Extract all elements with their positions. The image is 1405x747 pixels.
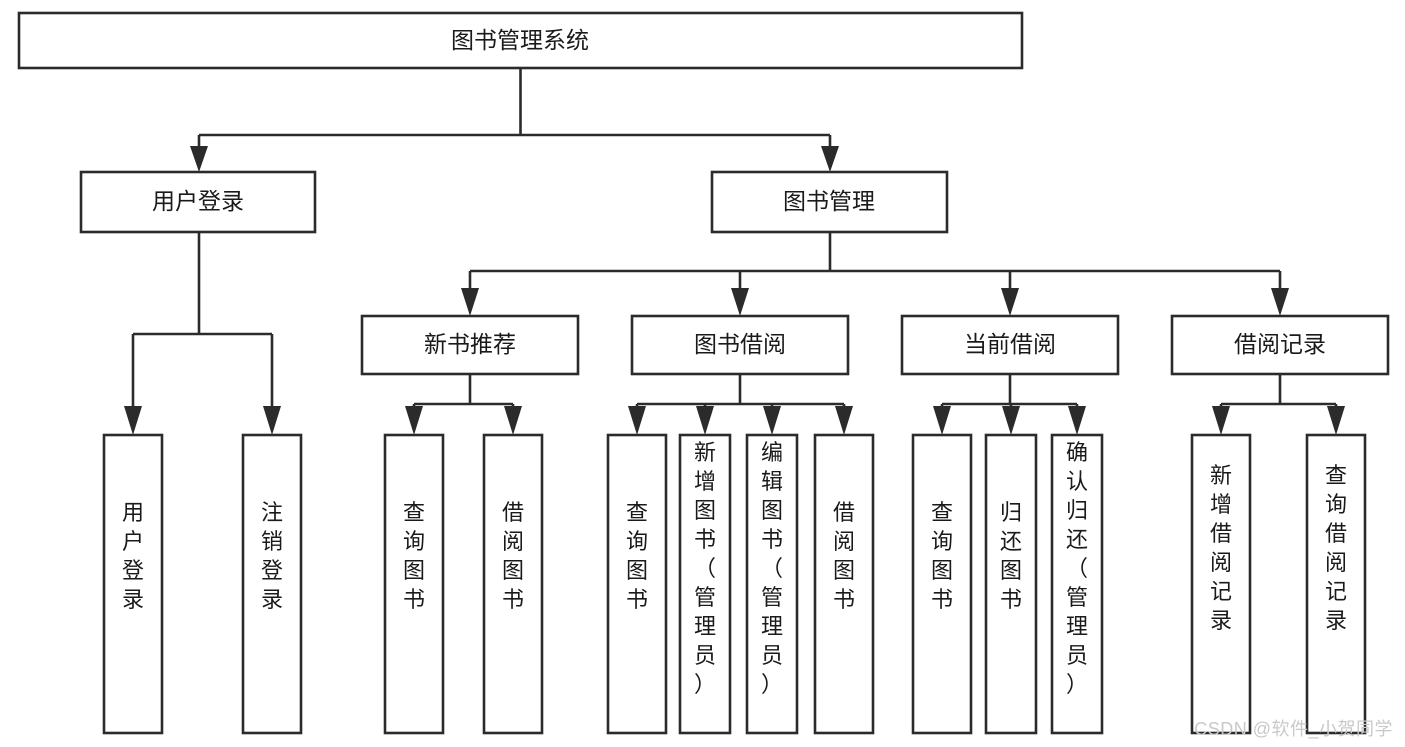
arrow-head-leaf-user-login xyxy=(124,406,142,435)
node-leaf-borrow-book-rec[interactable]: 借阅图书 xyxy=(482,433,544,735)
node-leaf-edit-book-admin-label: 编辑图书（管理员） xyxy=(761,440,783,697)
arrow-head-book-management xyxy=(821,146,839,172)
node-book-borrow[interactable]: 图书借阅 xyxy=(630,314,850,376)
node-new-book-recommend-label: 新书推荐 xyxy=(424,331,516,357)
node-leaf-return-book[interactable]: 归还图书 xyxy=(984,433,1038,735)
connector-layer xyxy=(124,68,1345,435)
node-leaf-borrow-book-rec-box[interactable] xyxy=(482,433,544,735)
node-book-management[interactable]: 图书管理 xyxy=(710,170,949,234)
node-leaf-query-book-rec-box[interactable] xyxy=(383,433,445,735)
node-leaf-user-login-box[interactable] xyxy=(102,433,164,735)
node-current-borrow-box[interactable] xyxy=(900,314,1120,376)
node-book-borrow-label: 图书借阅 xyxy=(694,331,786,357)
arrow-head-leaf-query-book-rec xyxy=(405,406,423,435)
arrow-head-leaf-borrow-book-rec xyxy=(504,406,522,435)
node-leaf-borrow-book[interactable]: 借阅图书 xyxy=(813,433,875,735)
arrow-head-leaf-confirm-return-admin xyxy=(1068,406,1086,435)
node-leaf-return-book-box[interactable] xyxy=(984,433,1038,735)
node-root-box[interactable] xyxy=(17,11,1024,70)
arrow-head-leaf-borrow-book xyxy=(835,406,853,435)
node-leaf-query-book-borrow[interactable]: 查询图书 xyxy=(606,433,668,735)
node-leaf-logout-label: 注销登录 xyxy=(261,500,283,612)
node-user-login-label: 用户登录 xyxy=(152,188,244,214)
arrow-head-user-login xyxy=(190,146,208,172)
node-leaf-query-book-current[interactable]: 查询图书 xyxy=(911,433,973,735)
arrow-head-borrow-record xyxy=(1271,288,1289,316)
node-leaf-user-login[interactable]: 用户登录 xyxy=(102,433,164,735)
node-leaf-add-borrow-record[interactable]: 新增借阅记录 xyxy=(1190,433,1252,735)
arrow-head-leaf-query-book-borrow xyxy=(628,406,646,435)
node-borrow-record[interactable]: 借阅记录 xyxy=(1170,314,1390,376)
node-current-borrow[interactable]: 当前借阅 xyxy=(900,314,1120,376)
node-leaf-borrow-book-box[interactable] xyxy=(813,433,875,735)
node-borrow-record-box[interactable] xyxy=(1170,314,1390,376)
arrow-head-leaf-query-book-current xyxy=(933,406,951,435)
node-leaf-query-borrow-record[interactable]: 查询借阅记录 xyxy=(1305,433,1367,735)
node-user-login-box[interactable] xyxy=(79,170,317,234)
node-leaf-edit-book-admin-box[interactable] xyxy=(745,433,799,735)
node-leaf-add-book-admin[interactable]: 新增图书（管理员） xyxy=(678,433,732,735)
node-new-book-recommend-box[interactable] xyxy=(360,314,580,376)
node-leaf-add-borrow-record-box[interactable] xyxy=(1190,433,1252,735)
node-book-borrow-box[interactable] xyxy=(630,314,850,376)
node-leaf-borrow-book-rec-label: 借阅图书 xyxy=(502,500,524,612)
arrow-head-leaf-add-book-admin xyxy=(696,406,714,435)
arrow-head-leaf-edit-book-admin xyxy=(763,406,781,435)
node-leaf-query-book-rec-label: 查询图书 xyxy=(403,500,425,612)
arrow-head-leaf-return-book xyxy=(1002,406,1020,435)
node-leaf-query-book-rec[interactable]: 查询图书 xyxy=(383,433,445,735)
node-leaf-return-book-label: 归还图书 xyxy=(1000,500,1022,612)
node-leaf-edit-book-admin[interactable]: 编辑图书（管理员） xyxy=(745,433,799,735)
node-leaf-confirm-return-admin-label: 确认归还（管理员） xyxy=(1066,440,1088,697)
node-leaf-borrow-book-label: 借阅图书 xyxy=(833,500,855,612)
node-leaf-add-book-admin-label: 新增图书（管理员） xyxy=(694,440,716,697)
node-leaf-logout-box[interactable] xyxy=(241,433,303,735)
node-user-login[interactable]: 用户登录 xyxy=(79,170,317,234)
node-leaf-query-book-current-box[interactable] xyxy=(911,433,973,735)
node-new-book-recommend[interactable]: 新书推荐 xyxy=(360,314,580,376)
node-borrow-record-label: 借阅记录 xyxy=(1234,331,1326,357)
node-leaf-logout[interactable]: 注销登录 xyxy=(241,433,303,735)
arrow-head-new-book-recommend xyxy=(461,288,479,316)
node-leaf-add-book-admin-box[interactable] xyxy=(678,433,732,735)
arrow-head-leaf-add-borrow-record xyxy=(1212,406,1230,435)
node-root-label: 图书管理系统 xyxy=(451,27,589,53)
arrow-head-current-borrow xyxy=(1001,288,1019,316)
arrow-head-leaf-query-borrow-record xyxy=(1327,406,1345,435)
node-leaf-query-book-borrow-label: 查询图书 xyxy=(626,500,648,612)
node-book-management-label: 图书管理 xyxy=(783,188,875,214)
node-leaf-query-borrow-record-label: 查询借阅记录 xyxy=(1325,463,1347,633)
node-book-management-box[interactable] xyxy=(710,170,949,234)
csdn-watermark: CSDN @软件_小贺同学 xyxy=(1194,719,1393,739)
node-leaf-query-borrow-record-box[interactable] xyxy=(1305,433,1367,735)
node-root-book-management-system[interactable]: 图书管理系统 xyxy=(17,11,1024,70)
node-leaf-confirm-return-admin-box[interactable] xyxy=(1050,433,1104,735)
node-leaf-query-book-current-label: 查询图书 xyxy=(931,500,953,612)
node-leaf-query-book-borrow-box[interactable] xyxy=(606,433,668,735)
node-current-borrow-label: 当前借阅 xyxy=(964,331,1056,357)
arrow-head-book-borrow xyxy=(731,288,749,316)
node-leaf-confirm-return-admin[interactable]: 确认归还（管理员） xyxy=(1050,433,1104,735)
arrow-head-leaf-logout xyxy=(263,406,281,435)
node-leaf-user-login-label: 用户登录 xyxy=(122,500,144,612)
node-leaf-add-borrow-record-label: 新增借阅记录 xyxy=(1210,463,1232,633)
